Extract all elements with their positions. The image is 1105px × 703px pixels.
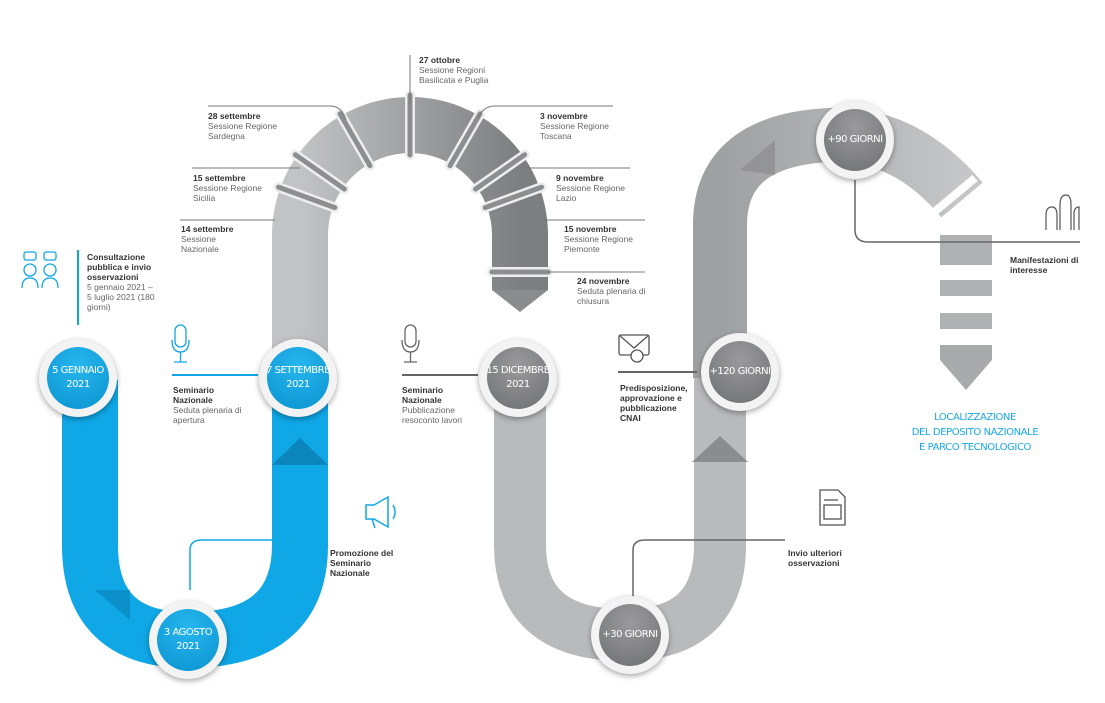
- event-text: Pubblicazione resoconto lavori: [402, 405, 463, 425]
- event-title: Seminario Nazionale: [402, 385, 444, 405]
- session-date: 15 settembre: [193, 173, 246, 183]
- event-cnai: Predisposizione, approvazione e pubblica…: [620, 383, 692, 423]
- up-arrow-gray: [692, 436, 748, 462]
- milestone-year: 2021: [286, 379, 310, 390]
- session-date: 3 novembre: [540, 111, 588, 121]
- path-segment: [940, 235, 992, 265]
- milestone-15-dicembre: 15 DICEMBRE 2021: [479, 339, 557, 417]
- milestone-label: +90 GIORNI: [827, 134, 883, 145]
- event-text: 5 gennaio 2021 – 5 luglio 2021 (180 gior…: [87, 282, 155, 312]
- event-consultazione: Consultazione pubblica e invio osservazi…: [87, 252, 157, 312]
- event-title: Consultazione pubblica e invio osservazi…: [87, 252, 152, 282]
- session-text: Sessione Regione Lazio: [556, 183, 625, 203]
- final-arrow: [940, 345, 992, 390]
- connector-lines: [180, 55, 1080, 600]
- down-arrow-blue: [95, 590, 130, 620]
- path-segment: [940, 280, 992, 296]
- milestone-year: 2021: [66, 379, 90, 390]
- session-marker: [292, 152, 347, 192]
- microphone-icon: [171, 324, 190, 363]
- milestone-7-settembre: 7 SETTEMBRE 2021: [259, 339, 337, 417]
- down-arrow-arch: [492, 290, 548, 312]
- session-date: 15 novembre: [564, 224, 617, 234]
- path-segment: [940, 313, 992, 329]
- final-line: DEL DEPOSITO NAZIONALE: [911, 427, 1039, 438]
- milestone-label: 7 SETTEMBRE: [266, 365, 330, 376]
- session-text: Sessione Regione Piemonte: [564, 234, 633, 254]
- session-text: Sessione Nazionale: [181, 234, 219, 254]
- milestone-label: +120 GIORNI: [709, 366, 771, 377]
- email-icon: [618, 334, 650, 363]
- event-title: Manifestazioni di interesse: [1010, 255, 1079, 275]
- milestone-label: 3 AGOSTO: [163, 627, 213, 638]
- session-text: Sessione Regione Sardegna: [208, 121, 277, 141]
- milestone-3-agosto: 3 AGOSTO 2021: [149, 601, 227, 679]
- up-arrow-arch-2: [740, 140, 775, 175]
- milestone-label: 15 DICEMBRE: [486, 365, 550, 376]
- milestone-label: 5 GENNAIO: [52, 365, 104, 376]
- blue-connector-lines: [77, 250, 325, 590]
- milestone-year: 2021: [506, 379, 530, 390]
- up-arrow-blue: [272, 438, 328, 465]
- session-text: Sessione Regione Toscana: [540, 121, 609, 141]
- event-title: Invio ulteriori osservazioni: [788, 548, 842, 568]
- event-promozione: Promozione del Seminario Nazionale: [330, 548, 400, 578]
- people-chat-icon: [21, 251, 59, 289]
- session-marker: [275, 184, 338, 211]
- event-manifestazioni: Manifestazioni di interesse: [1010, 255, 1085, 275]
- event-title: Predisposizione, approvazione e pubblica…: [620, 383, 688, 423]
- session-marker: [447, 111, 483, 169]
- final-line: E PARCO TECNOLOGICO: [918, 442, 1031, 453]
- session-text: Sessione Regioni Basilicata e Puglia: [419, 65, 489, 85]
- event-title: Seminario Nazionale: [173, 385, 215, 405]
- session-text: Seduta plenaria di chiusura: [577, 286, 646, 306]
- session-arch: [272, 97, 548, 378]
- megaphone-icon: [365, 495, 396, 529]
- event-text: Seduta plenaria di apertura: [173, 405, 242, 425]
- microphone-icon: [401, 324, 420, 363]
- event-title: Promozione del Seminario Nazionale: [330, 548, 394, 578]
- document-icon: [819, 489, 846, 526]
- session-marker: [337, 111, 373, 169]
- event-osservazioni: Invio ulteriori osservazioni: [788, 548, 848, 568]
- session-marker: [482, 184, 545, 211]
- session-text: Sessione Regione Sicilia: [193, 183, 262, 203]
- session-date: 27 ottobre: [419, 55, 461, 65]
- session-date: 28 settembre: [208, 111, 261, 121]
- final-line: LOCALIZZAZIONE: [934, 412, 1016, 423]
- session-marker: [473, 152, 528, 192]
- milestone-label: +30 GIORNI: [602, 629, 658, 640]
- milestone-plus-120: +120 GIORNI: [701, 333, 779, 411]
- milestone-plus-90: +90 GIORNI: [816, 101, 894, 179]
- milestone-year: 2021: [176, 641, 200, 652]
- session-date: 9 novembre: [556, 173, 604, 183]
- final-goal: LOCALIZZAZIONE DEL DEPOSITO NAZIONALE E …: [895, 410, 1055, 455]
- milestone-5-gennaio: 5 GENNAIO 2021: [39, 339, 117, 417]
- session-date: 14 settembre: [181, 224, 234, 234]
- milestone-plus-30: +30 GIORNI: [591, 596, 669, 674]
- session-date: 24 novembre: [577, 276, 630, 286]
- raised-hands-icon: [1045, 194, 1080, 230]
